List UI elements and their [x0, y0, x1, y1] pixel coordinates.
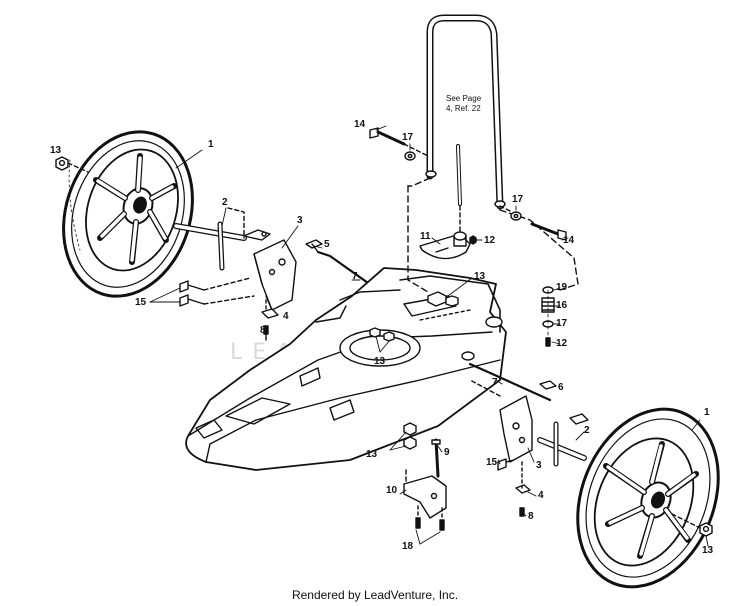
spring-stack [541, 286, 555, 347]
leader-lines [149, 125, 709, 547]
part-label: 16 [556, 300, 568, 311]
height-plate [419, 231, 477, 260]
left-axle [173, 207, 271, 271]
part-label: 14 [354, 119, 366, 130]
part-label: 13 [50, 145, 62, 156]
part-label: 9 [444, 447, 450, 458]
left-bolts [179, 277, 255, 307]
handle-bolt-left [369, 127, 429, 161]
handle-tube [407, 14, 579, 293]
part-label: 4 [538, 490, 544, 501]
left-hub-nut [55, 156, 89, 173]
part-label: 7 [492, 377, 498, 388]
trimmer-deck [185, 267, 507, 471]
part-label: 19 [556, 282, 568, 293]
part-label: 1 [208, 139, 214, 150]
part-label: 17 [556, 318, 568, 329]
part-label: 13 [366, 449, 378, 460]
deck-nuts [369, 291, 459, 342]
part-label: 11 [420, 231, 431, 242]
part-label: 2 [584, 425, 590, 436]
part-label: 15 [486, 457, 498, 468]
part-label: 17 [512, 194, 524, 205]
part-label: 10 [386, 485, 398, 496]
right-axle [537, 413, 589, 467]
part-label: 13 [374, 356, 386, 367]
part-label: 2 [222, 197, 228, 208]
left-wheel [62, 130, 194, 298]
part-label: 15 [135, 297, 147, 308]
part-label: 1 [704, 407, 710, 418]
part-label: 3 [536, 460, 542, 471]
part-label: 14 [563, 235, 575, 246]
right-hub-nut [671, 513, 713, 537]
left-clip-and-screw [261, 299, 279, 341]
part-label: 6 [558, 382, 564, 393]
footer-credit: Rendered by LeadVenture, Inc. [291, 588, 459, 602]
handle-bolt-right [499, 205, 567, 241]
bottom-bracket [403, 422, 447, 531]
part-label: 13 [702, 545, 714, 556]
part-label: 18 [402, 541, 414, 552]
part-label: 5 [324, 239, 330, 250]
part-label: 12 [556, 338, 568, 349]
part-label: 8 [528, 511, 534, 522]
part-label: 13 [474, 271, 486, 282]
part-label: 3 [297, 215, 303, 226]
part-label: 4 [283, 311, 289, 322]
left-bracket [253, 239, 297, 311]
part-label: 7 [352, 271, 358, 282]
right-bracket [469, 379, 533, 517]
part-label: 17 [402, 132, 414, 143]
part-label: 8 [260, 325, 266, 336]
part-label: 12 [484, 235, 496, 246]
right-wheel [576, 407, 720, 589]
see-page-note: See Page 4, Ref. 22 [446, 94, 482, 113]
